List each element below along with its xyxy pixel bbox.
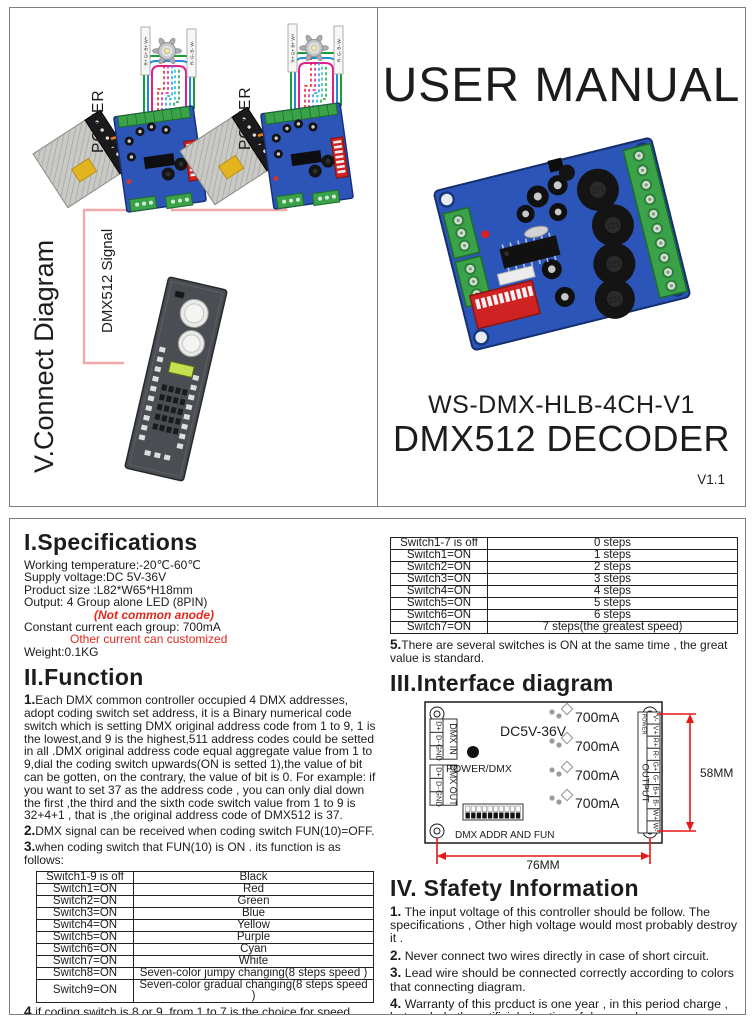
ic-chip — [499, 232, 561, 272]
function-heading: II.Function — [24, 664, 144, 691]
svg-text:D+: D+ — [435, 767, 444, 777]
left-terminal-blocks — [442, 206, 493, 308]
output-pins: V- V+ R+ R- G+ G- B+ B- W+ W- — [652, 714, 659, 831]
inductors: 221 221 221 221 — [576, 168, 636, 319]
output-power-label: POWER — [641, 713, 647, 734]
output-label: OUTPUT — [640, 763, 651, 802]
svg-text:700mA: 700mA — [575, 738, 620, 754]
dmx-console — [124, 276, 228, 482]
spec-line: Supply voltage:DC 5V-36V — [24, 570, 167, 585]
svg-text:R+: R+ — [652, 737, 659, 746]
svg-text:R-: R- — [652, 750, 659, 758]
safety-heading: IV. Sfafety Information — [390, 874, 639, 901]
spec-note-anode: (Not common anode) — [94, 607, 214, 622]
svg-text:V-: V- — [652, 714, 659, 721]
cover-pane: USER MANUAL — [378, 8, 745, 506]
power-dmx-label: POWER/DMX — [446, 763, 512, 775]
svg-text:B+: B+ — [652, 786, 659, 795]
spec-line: Working temperature:-20℃-60℃ — [24, 558, 201, 572]
safety-item-1: 1. The input voltage of this controller … — [390, 903, 738, 946]
dmx-in-terminal — [429, 718, 458, 760]
function-item-5: 5.There are several switches is ON at th… — [390, 637, 728, 665]
dmx-out-pins: D+ D- GND — [435, 767, 444, 807]
safety-item-4: 4. Warranty of this prcduct is one year … — [390, 996, 728, 1014]
spec-line-current: Constant current each group: 700mA — [24, 620, 221, 635]
dmx-out-label: DMX OUT — [448, 764, 458, 806]
dmx-out-terminal — [429, 764, 458, 806]
function-item-4: 4.if coding switch is 8 or 9, from 1 to … — [24, 1003, 357, 1015]
svg-text:W-: W- — [652, 822, 659, 831]
svg-text:W+: W+ — [652, 809, 659, 820]
interface-heading: III.Interface diagram — [390, 669, 614, 696]
crystal — [524, 225, 549, 239]
voltage-label: DC5V-36V — [500, 723, 567, 739]
function-item-2: 2.DMX signal can be received when coding… — [24, 823, 375, 839]
output-terminal-strip — [637, 711, 661, 834]
output-terminal-block — [622, 142, 689, 299]
svg-text:D-: D- — [435, 781, 444, 789]
product-name: DMX512 DECODER — [392, 418, 731, 459]
svg-text:700mA: 700mA — [575, 767, 620, 783]
power-dmx-led — [467, 745, 479, 758]
svg-text:B-: B- — [652, 799, 659, 807]
product-photo: 221 221 221 221 — [433, 137, 691, 351]
model-number: WS-DMX-HLB-4CH-V1 — [428, 391, 695, 419]
svg-text:GND: GND — [435, 790, 444, 807]
safety-item-3: 3. Lead wire should be connected correct… — [390, 965, 734, 994]
top-panel: R+ G+ B+ W+ R- G- B- W- — [9, 7, 746, 507]
power-led — [481, 230, 490, 239]
svg-text:221: 221 — [607, 258, 623, 270]
dmx-in-pins: D+ D- GND — [435, 721, 444, 761]
spec-line: Product size :L82*W65*H18mm — [24, 582, 193, 597]
connect-diagram-heading: V.Connect Diagram — [29, 240, 59, 473]
height-dimension: 58MM — [700, 766, 733, 780]
interface-diagram: DC5V-36V 700mA 700mA 700mA 700mA D+ D- G… — [424, 700, 733, 872]
function-item-1: 1.Each DMX common controller occupied 4 … — [24, 692, 376, 823]
connect-diagram-pane: R+ G+ B+ W+ R- G- B- W- — [10, 8, 378, 506]
label-sticker — [496, 265, 536, 286]
addr-dip-switch — [462, 803, 524, 821]
version-number: V1.1 — [697, 472, 725, 487]
left-column: I.Specifications Working temperature:-20… — [24, 527, 377, 1015]
connect-diagram-illustration: R+ G+ B+ W+ R- G- B- W- — [29, 22, 355, 482]
safety-item-2: 2. Never connect two wires directly in c… — [390, 947, 710, 963]
svg-text:221: 221 — [607, 293, 623, 305]
svg-text:700mA: 700mA — [575, 795, 620, 811]
svg-text:D-: D- — [435, 735, 444, 743]
svg-text:G-: G- — [652, 774, 659, 782]
width-dimension: 76MM — [526, 858, 559, 870]
svg-text:V+: V+ — [652, 725, 659, 734]
svg-text:G+: G+ — [652, 761, 659, 771]
manual-title: USER MANUAL — [382, 59, 741, 112]
dip-switch — [468, 279, 542, 330]
dip-label: DMX ADDR AND FUN — [455, 830, 554, 841]
dimension-marks — [436, 712, 696, 864]
svg-text:700mA: 700mA — [575, 709, 620, 725]
function-item-3: 3.when coding switch that FUN(10) is ON … — [24, 839, 341, 867]
specifications-heading: I.Specifications — [24, 529, 198, 555]
dmx-in-label: DMX IN — [448, 723, 458, 755]
capacitors — [516, 175, 575, 307]
spec-line-weight: Weight:0.1KG — [24, 644, 99, 659]
spec-note-current: Other current can customized — [70, 632, 228, 647]
dmx512-signal-label: DMX512 Signal — [99, 229, 116, 333]
svg-text:GND: GND — [435, 744, 444, 761]
spec-line: Output: 4 Group alone LED (8PIN) — [24, 595, 208, 610]
svg-text:221: 221 — [590, 184, 606, 196]
svg-text:D+: D+ — [435, 721, 444, 731]
manual-body-panel: I.Specifications Working temperature:-20… — [9, 518, 746, 1015]
channel-current-labels: 700mA 700mA 700mA 700mA — [548, 702, 620, 811]
svg-text:221: 221 — [605, 219, 621, 231]
